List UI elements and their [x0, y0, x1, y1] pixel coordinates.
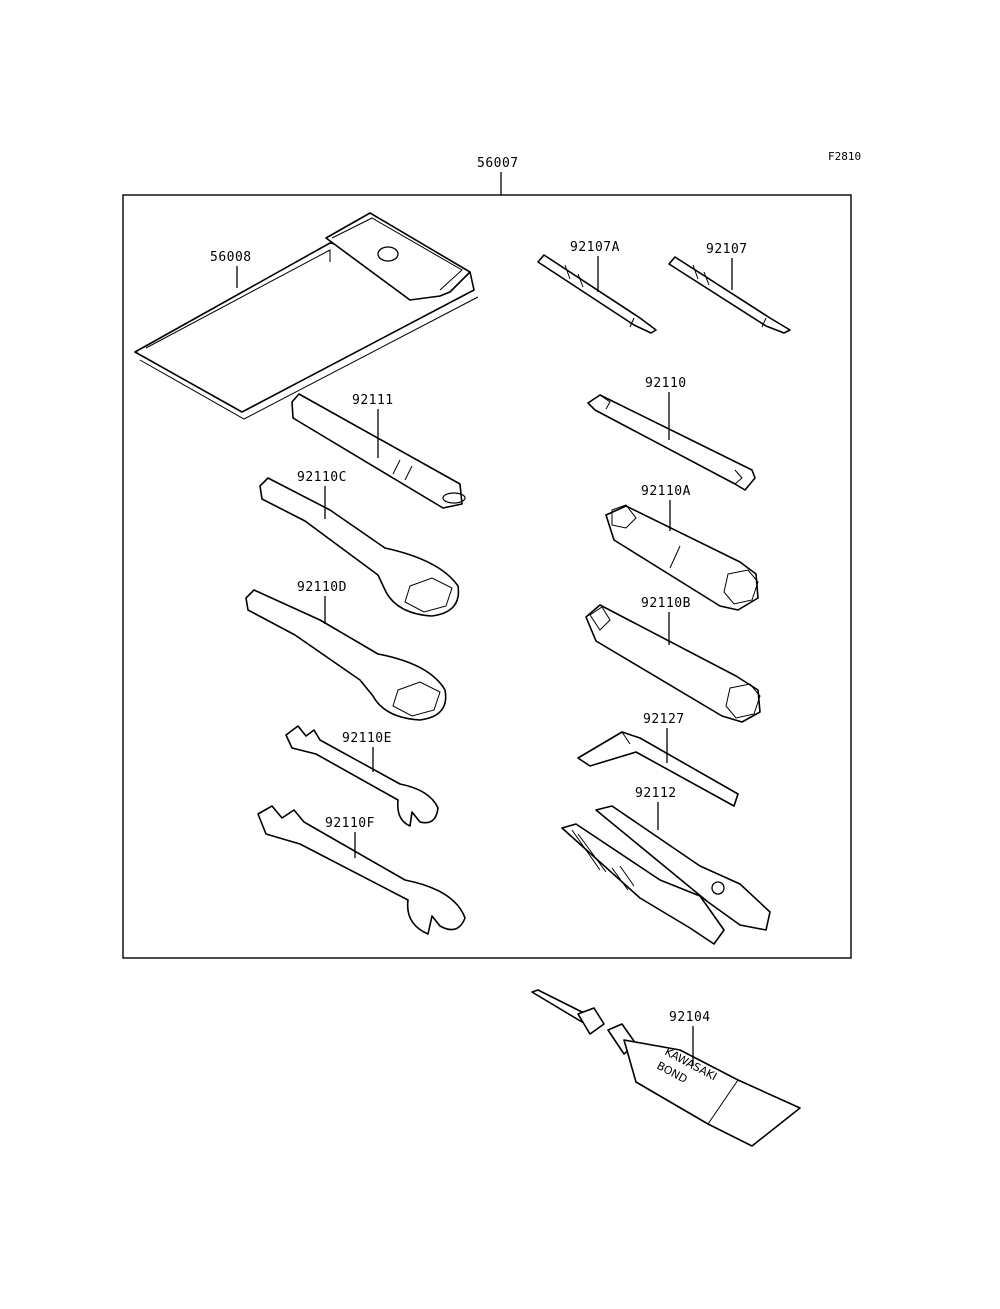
hex-key-drawing	[577, 731, 739, 807]
handle-bar-part-label: 92111	[352, 393, 394, 408]
figure-code: F2810	[828, 150, 861, 163]
driver-a-part-label: 92107A	[570, 240, 620, 255]
bond-tube-drawing: KAWASAKI BOND	[531, 989, 801, 1147]
box-wrench-a-part-label: 92110A	[641, 484, 691, 499]
hex-key-part-label: 92127	[643, 712, 685, 727]
ring-wrench-c-drawing	[259, 477, 460, 617]
case-part-label: 56008	[210, 250, 252, 265]
rod-wrench-part-label: 92110	[645, 376, 687, 391]
tool-case-drawing	[134, 212, 479, 420]
box-wrench-b-drawing	[585, 604, 761, 723]
spanner-f-drawing	[257, 805, 466, 935]
spanner-e-part-label: 92110E	[342, 731, 392, 746]
spanner-f-part-label: 92110F	[325, 816, 375, 831]
kit-part-label: 56007	[477, 156, 519, 171]
pliers-drawing	[561, 805, 771, 945]
driver-a-drawing	[537, 254, 657, 334]
rod-wrench-drawing	[587, 394, 756, 491]
bond-tube-part-label: 92104	[669, 1010, 711, 1025]
pliers-part-label: 92112	[635, 786, 677, 801]
ring-wrench-d-part-label: 92110D	[297, 580, 347, 595]
driver-part-label: 92107	[706, 242, 748, 257]
handle-bar-drawing	[291, 393, 466, 509]
spanner-e-drawing	[285, 725, 439, 827]
box-wrench-a-drawing	[605, 504, 759, 611]
box-wrench-b-part-label: 92110B	[641, 596, 691, 611]
kit-frame	[122, 194, 852, 959]
driver-drawing	[668, 256, 791, 334]
ring-wrench-d-drawing	[245, 589, 447, 721]
ring-wrench-c-part-label: 92110C	[297, 470, 347, 485]
